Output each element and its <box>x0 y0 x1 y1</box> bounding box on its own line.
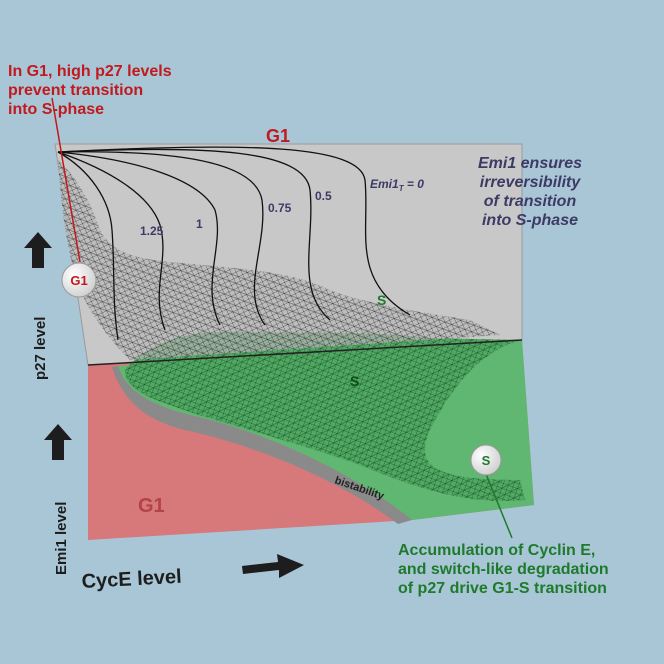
g1-marker <box>61 262 97 298</box>
curve-label-1: 1 <box>196 217 203 231</box>
s-marker <box>470 444 502 476</box>
cyce-axis-arrow <box>242 554 304 578</box>
curve-label-emi1t-0: Emi1T = 0 <box>370 177 424 193</box>
svg-text:Emi1 ensures: Emi1 ensures <box>478 155 582 172</box>
svg-text:of p27 drive G1-S transition: of p27 drive G1-S transition <box>398 580 607 597</box>
svg-text:and switch-like degradation: and switch-like degradation <box>398 561 609 578</box>
curve-label-0-5: 0.5 <box>315 189 332 203</box>
emi1-axis-label: Emi1 level <box>53 502 70 575</box>
p27-axis-label: p27 level <box>32 317 49 380</box>
back-g1-label: G1 <box>266 126 290 146</box>
s-marker-label: S <box>482 453 491 468</box>
svg-text:of transition: of transition <box>484 193 577 210</box>
curve-label-1-25: 1.25 <box>140 224 164 238</box>
svg-text:into S-phase: into S-phase <box>8 101 104 118</box>
g1-pointer-line <box>51 97 81 263</box>
emi1-annotation: Emi1 ensures irreversibility of transiti… <box>478 155 582 229</box>
svg-text:into S-phase: into S-phase <box>482 212 578 229</box>
floor-g1-label: G1 <box>138 495 165 517</box>
bistability-band <box>112 366 412 524</box>
emi1-axis-arrow <box>44 424 72 460</box>
p27-axis-arrow <box>24 232 52 268</box>
panel-fold <box>87 339 523 366</box>
s-annotation: Accumulation of Cyclin E, and switch-lik… <box>398 542 609 597</box>
svg-text:irreversibility: irreversibility <box>480 174 582 191</box>
g1-marker-label: G1 <box>70 273 87 288</box>
svg-text:prevent transition: prevent transition <box>8 82 143 99</box>
svg-text:In G1, high p27 levels: In G1, high p27 levels <box>8 63 172 80</box>
g1-annotation: In G1, high p27 levels prevent transitio… <box>8 63 172 118</box>
svg-text:Accumulation of Cyclin E,: Accumulation of Cyclin E, <box>398 542 595 559</box>
curve-label-0-75: 0.75 <box>268 201 292 215</box>
s-pointer-line <box>485 473 513 539</box>
floor-s-label: S <box>350 373 359 389</box>
cyce-axis-label: CycE level <box>81 566 182 593</box>
back-s-label: S <box>377 292 386 308</box>
nullcline-curves <box>57 146 411 341</box>
